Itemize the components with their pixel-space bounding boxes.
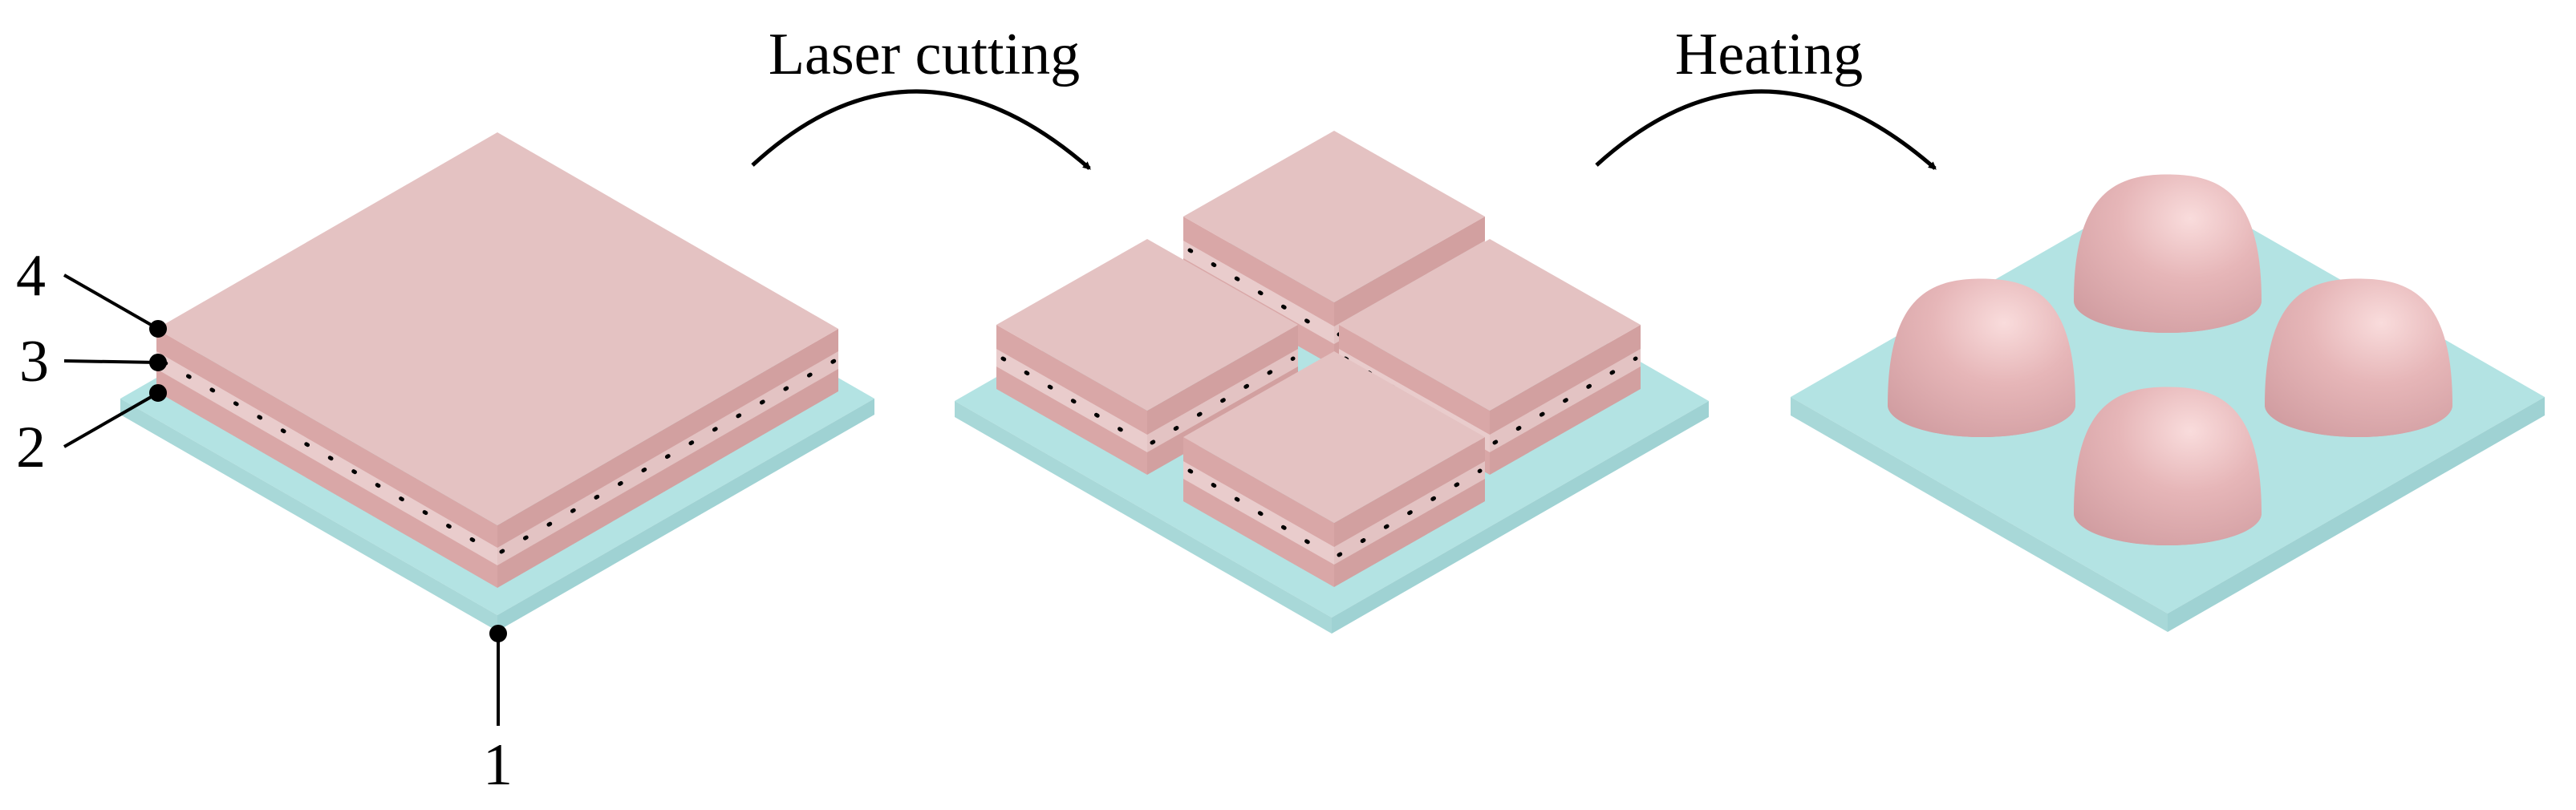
curved-arrow-1 xyxy=(751,89,1091,170)
block-left xyxy=(996,239,1298,475)
dome-left-cap xyxy=(1888,278,2075,437)
block-left-dots-right xyxy=(1150,356,1296,445)
block-back-top-face xyxy=(1183,131,1485,302)
middle-layer-dots-left xyxy=(162,360,496,554)
step-label-laser-cutting: Laser cutting xyxy=(769,22,1080,87)
callout-dot-2 xyxy=(149,384,167,402)
step-label-heating: Heating xyxy=(1675,22,1863,87)
block-left-top-face xyxy=(996,239,1298,411)
dome-right-cap xyxy=(2265,278,2452,437)
dome-front-cap xyxy=(2074,387,2262,545)
stage-3-domes xyxy=(1791,174,2545,632)
callout-label-3: 3 xyxy=(19,329,49,395)
block-back-dots-left xyxy=(1187,248,1332,337)
callout-label-4: 4 xyxy=(16,243,46,309)
block-front-dots-left xyxy=(1187,468,1332,557)
stage-2-cut-blocks xyxy=(955,131,1709,634)
callout-dot-1 xyxy=(489,625,507,642)
callout-dot-3 xyxy=(149,354,167,371)
stage-1-layered-sample: 4 3 2 1 xyxy=(16,132,874,798)
block-right-top-face xyxy=(1339,239,1641,411)
dome-back-cap xyxy=(2074,174,2262,333)
dome-right xyxy=(2265,278,2452,437)
callout-label-2: 2 xyxy=(16,415,46,480)
block-front-top-face xyxy=(1183,351,1485,523)
step-arrow-heating: Heating xyxy=(1595,22,1937,170)
dome-front xyxy=(2074,387,2262,545)
cut-blocks xyxy=(996,131,1641,587)
curved-arrow-2 xyxy=(1595,89,1937,170)
domes xyxy=(1888,174,2452,545)
callout-leaders xyxy=(63,273,507,726)
dome-left xyxy=(1888,278,2075,437)
middle-layer-dots-right xyxy=(499,358,837,554)
block-front-dots-right xyxy=(1337,468,1483,557)
top-layer-face xyxy=(156,132,838,525)
block-right-dots-right xyxy=(1492,356,1638,445)
callout-label-1: 1 xyxy=(483,732,513,798)
block-left-dots-left xyxy=(1000,356,1145,445)
block-front xyxy=(1183,351,1485,587)
dome-back xyxy=(2074,174,2262,333)
layer-stack xyxy=(156,132,838,588)
step-arrow-laser-cutting: Laser cutting xyxy=(751,22,1091,170)
callout-dot-4 xyxy=(149,320,167,338)
